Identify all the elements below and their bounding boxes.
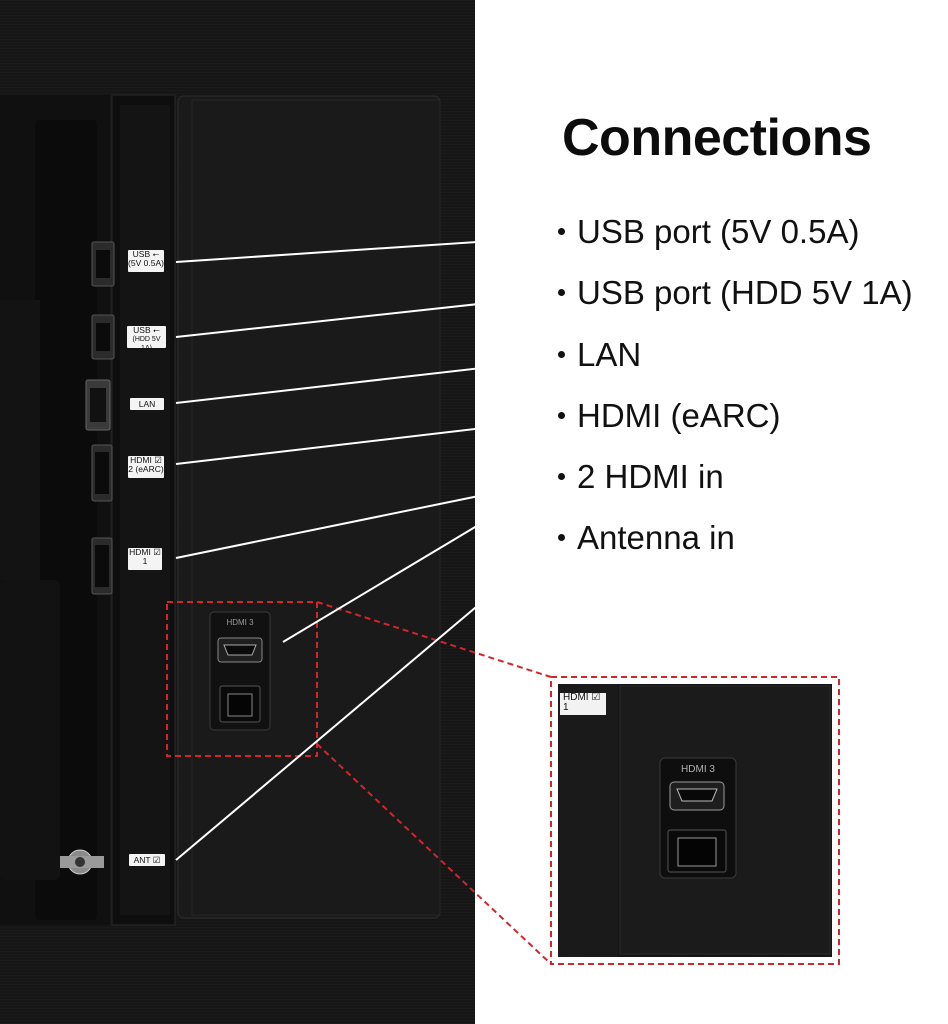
connection-item: USB port (HDD 5V 1A) — [558, 274, 913, 312]
connection-item: HDMI (eARC) — [558, 397, 781, 435]
port-label-usb1: USB ⭠ (5V 0.5A) — [128, 250, 164, 272]
port-label-usb1-line1: USB ⭠ — [132, 249, 160, 259]
callout-lines — [175, 236, 553, 861]
connection-label: USB port (HDD 5V 1A) — [577, 274, 913, 311]
connection-item: 2 HDMI in — [558, 458, 724, 496]
connection-label: HDMI (eARC) — [577, 397, 781, 434]
connection-label: 2 HDMI in — [577, 458, 724, 495]
bullet-icon — [558, 472, 565, 480]
connection-label: USB port (5V 0.5A) — [577, 213, 860, 250]
connection-label: Antenna in — [577, 519, 735, 556]
port-label-usb2-line1: USB ⭠ — [133, 325, 160, 335]
bullet-icon — [558, 288, 565, 296]
port-label-hdmi3: HDMI 3 — [226, 618, 254, 627]
rear-cover-panel — [177, 95, 441, 919]
port-label-hdmi1-line1: HDMI ☑ — [129, 547, 161, 557]
page-title: Connections — [562, 109, 872, 167]
connection-item: USB port (5V 0.5A) — [558, 213, 859, 251]
port-label-hdmi1-line2: 1 — [142, 556, 148, 566]
bullet-icon — [558, 350, 565, 358]
zoom-port-label-hdmi3: HDMI 3 — [681, 764, 715, 775]
port-label-hdmi2: HDMI ☑ 2 (eARC) — [128, 456, 164, 478]
port-label-ant: ANT ☑ — [129, 854, 165, 866]
bullet-icon — [558, 227, 565, 235]
port-label-usb1-line2: (5V 0.5A) — [128, 258, 164, 268]
zoom-port-label-hdmi1: HDMI ☑ 1 — [560, 693, 606, 715]
zoom-port-label-line2: 1 — [563, 702, 569, 713]
connection-item: LAN — [558, 336, 641, 374]
port-label-hdmi1: HDMI ☑ 1 — [128, 548, 162, 570]
port-label-hdmi2-line1: HDMI ☑ — [130, 455, 162, 465]
zoom-box — [550, 676, 840, 965]
zoom-port-label-line1: HDMI ☑ — [563, 692, 601, 703]
bullet-icon — [558, 533, 565, 541]
connection-label: LAN — [577, 336, 642, 373]
connection-item: Antenna in — [558, 519, 735, 557]
port-label-hdmi2-line2: 2 (eARC) — [128, 464, 164, 474]
port-label-usb2-line2: (HDD 5V 1A) — [132, 336, 161, 352]
bullet-icon — [558, 411, 565, 419]
highlight-box — [166, 601, 318, 757]
port-label-lan: LAN — [130, 398, 164, 410]
port-label-usb2: USB ⭠ (HDD 5V 1A) — [127, 325, 166, 352]
